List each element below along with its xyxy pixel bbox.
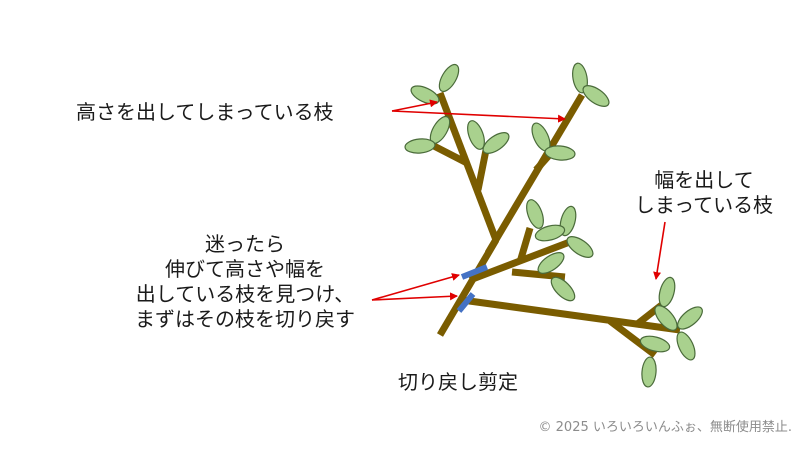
middle-twig-b bbox=[511, 268, 566, 281]
side-twig-left-a bbox=[430, 141, 469, 167]
advice-line: まずはその枝を切り戻す bbox=[135, 307, 355, 331]
side-twig-left-b bbox=[474, 149, 490, 191]
tree-branches bbox=[430, 91, 681, 358]
leaf bbox=[677, 306, 703, 330]
height-branch-left bbox=[436, 91, 500, 242]
advice-line: 伸びて高さや幅を bbox=[165, 257, 325, 281]
leaf bbox=[582, 85, 610, 107]
middle-twig-a bbox=[516, 227, 534, 263]
leaf bbox=[658, 276, 676, 308]
label-advice: 迷ったら 伸びて高さや幅を 出している枝を見つけ、 まずはその枝を切り戻す bbox=[100, 232, 390, 332]
label-width-branches: 幅を出して しまっている枝 bbox=[616, 168, 792, 218]
width-branch bbox=[461, 296, 681, 334]
cut-marks bbox=[456, 264, 489, 313]
leaf bbox=[566, 236, 594, 258]
arrow-to-lower-cut bbox=[371, 292, 458, 301]
caption-pruning: 切り戻し剪定 bbox=[398, 370, 518, 394]
pointer-arrows bbox=[371, 99, 666, 301]
cut-mark-lower bbox=[456, 292, 476, 313]
copyright-notice: © 2025 いろいろいんふぉ、無断使用禁止. bbox=[538, 420, 792, 435]
leaf bbox=[482, 132, 510, 154]
leaf bbox=[534, 224, 566, 242]
leaf bbox=[467, 120, 485, 150]
width-twig-a bbox=[607, 318, 658, 358]
label-width-line: 幅を出して bbox=[654, 168, 754, 192]
leaf bbox=[550, 276, 576, 302]
arrow-to-right-height-branch bbox=[391, 110, 566, 123]
leaf bbox=[676, 331, 696, 361]
trunk bbox=[436, 238, 500, 337]
arrow-to-left-height-branch bbox=[391, 99, 438, 112]
leaf bbox=[526, 199, 544, 229]
height-branch-right bbox=[484, 93, 586, 255]
leaf bbox=[544, 145, 576, 161]
arrow-to-width-branch bbox=[653, 221, 666, 280]
leaf bbox=[641, 356, 657, 388]
cut-mark-upper bbox=[460, 264, 489, 280]
leaf bbox=[404, 138, 436, 154]
leaf bbox=[572, 62, 588, 94]
leaf bbox=[438, 63, 460, 93]
label-width-line: しまっている枝 bbox=[634, 193, 774, 217]
leaf bbox=[537, 252, 565, 274]
label-height-branches: 高さを出してしまっている枝 bbox=[76, 100, 334, 124]
advice-line: 迷ったら bbox=[205, 232, 285, 256]
tree-leaves bbox=[404, 62, 703, 388]
leaf bbox=[639, 335, 671, 353]
advice-line: 出している枝を見つけ、 bbox=[135, 282, 355, 306]
leaf bbox=[654, 305, 678, 331]
arrow-to-upper-cut bbox=[371, 273, 460, 301]
